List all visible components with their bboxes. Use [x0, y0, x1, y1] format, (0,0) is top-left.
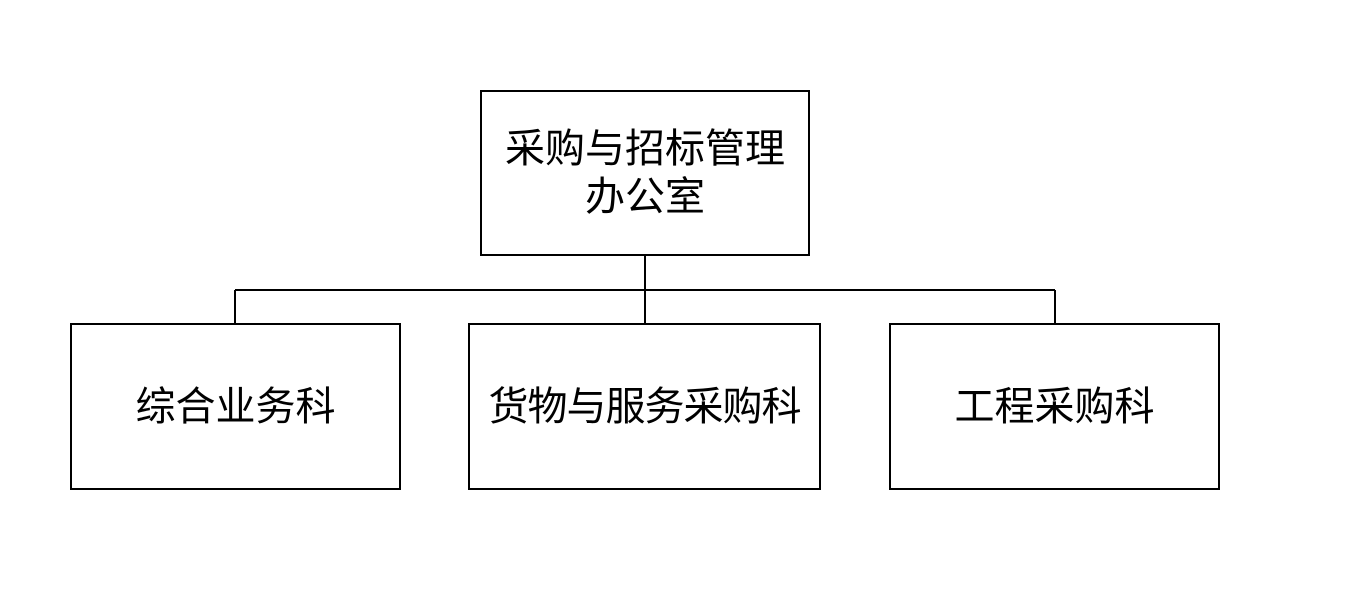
- child-node-label-2: 货物与服务采购科: [488, 383, 802, 430]
- root-node-label: 采购与招标管理办公室: [505, 126, 785, 220]
- child-node-goods-services-procurement: 货物与服务采购科: [468, 323, 821, 490]
- root-node-procurement-office: 采购与招标管理办公室: [480, 90, 810, 256]
- child-node-general-affairs: 综合业务科: [70, 323, 401, 490]
- child-node-label-1: 综合业务科: [135, 383, 336, 430]
- child-node-label-3: 工程采购科: [954, 383, 1155, 430]
- child-node-engineering-procurement: 工程采购科: [889, 323, 1220, 490]
